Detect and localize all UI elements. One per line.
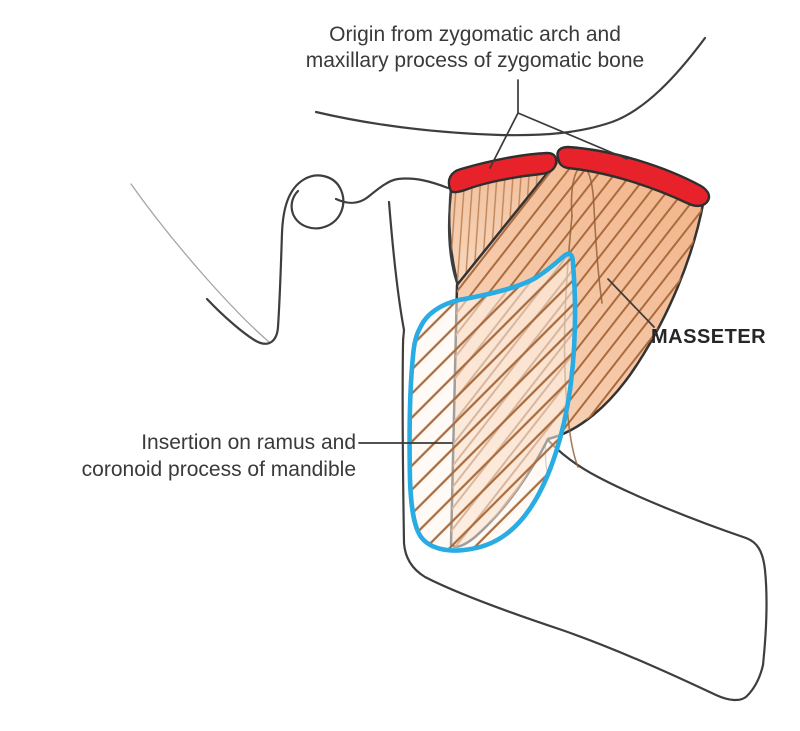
- mandible-outline: [387, 200, 768, 702]
- cheek-contour-line: [130, 183, 270, 343]
- masseter-label: MASSETER: [651, 326, 767, 348]
- masseter-leader-line: [607, 278, 655, 328]
- insertion-label-line2: coronoid process of mandible: [81, 458, 356, 481]
- origin-leader-line: [489, 79, 628, 169]
- origin-label-line2: maxillary process of zygomatic bone: [305, 49, 645, 72]
- insertion-label-line1: Insertion on ramus and: [141, 431, 356, 454]
- condyle-outline: [205, 174, 345, 345]
- zygomatic-arch-line: [314, 36, 707, 137]
- coronoid-front-edge: [447, 184, 459, 285]
- origin-label-line1: Origin from zygomatic arch and: [329, 23, 621, 46]
- mandibular-notch-line: [334, 177, 450, 204]
- insertion-label: Insertion on ramus and coronoid process …: [30, 429, 356, 483]
- insertion-outline: [407, 251, 578, 553]
- origin-band-superficial: [556, 145, 711, 208]
- coronoid-hint-line: [570, 166, 603, 304]
- origin-label: Origin from zygomatic arch and maxillary…: [250, 22, 700, 74]
- origin-band-deep: [447, 151, 558, 194]
